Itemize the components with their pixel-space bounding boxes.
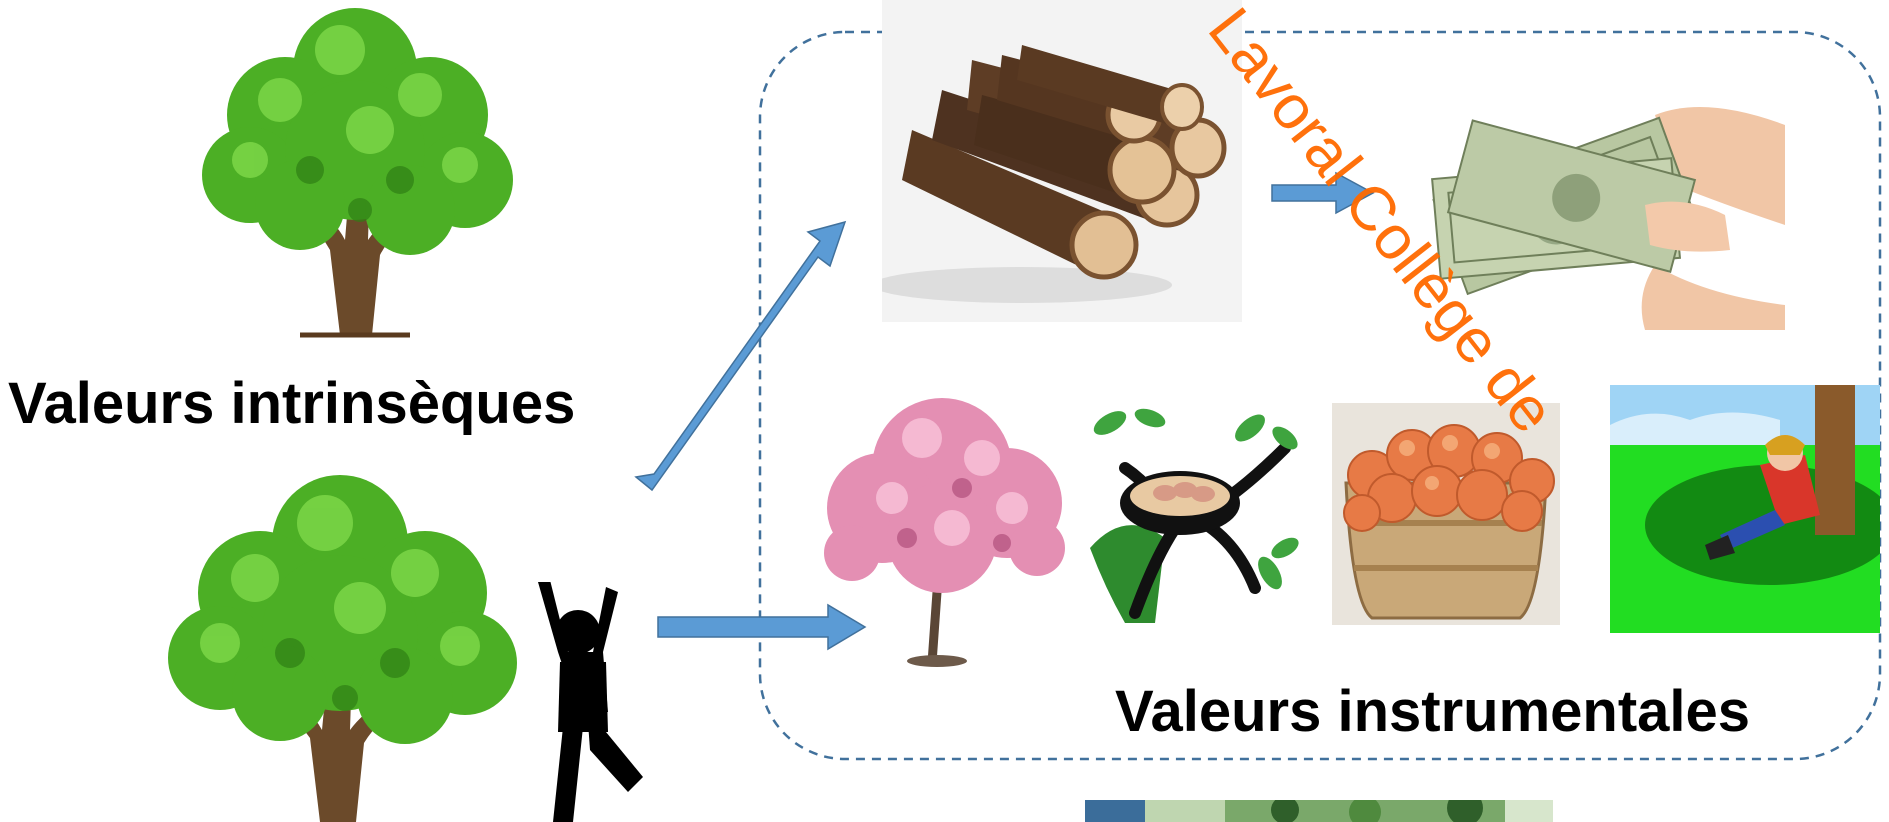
arrow-logs-to-money xyxy=(1271,171,1375,215)
blossom-tree-image xyxy=(812,378,1072,668)
peach-basket-icon xyxy=(1343,424,1555,620)
jumping-person xyxy=(518,582,648,822)
bird-nest-icon xyxy=(1090,408,1299,623)
jumping-person-icon xyxy=(538,582,643,822)
bottom-photo xyxy=(1085,800,1553,822)
money-in-hands-icon xyxy=(1431,107,1785,330)
tree-icon xyxy=(168,475,517,822)
wood-logs-photo xyxy=(882,0,1242,322)
tree-top xyxy=(190,0,520,342)
bird-nest-image xyxy=(1085,398,1305,623)
instrumental-values-label: Valeurs instrumentales xyxy=(1115,679,1751,744)
tree-icon xyxy=(202,8,513,338)
wood-logs-icon xyxy=(882,45,1227,303)
person-resting-under-tree-icon xyxy=(1610,385,1880,633)
blossom-tree-icon xyxy=(824,398,1065,667)
shade-image xyxy=(1610,385,1880,633)
peach-basket-photo xyxy=(1332,403,1560,625)
money-photo xyxy=(1405,55,1785,330)
intrinsic-values-label: Valeurs intrinsèques xyxy=(8,371,576,436)
nature-photo-icon xyxy=(1085,800,1553,822)
arrow-to-instrumental xyxy=(657,603,867,651)
tree-bottom xyxy=(160,468,530,822)
arrow-to-logs xyxy=(634,220,847,492)
